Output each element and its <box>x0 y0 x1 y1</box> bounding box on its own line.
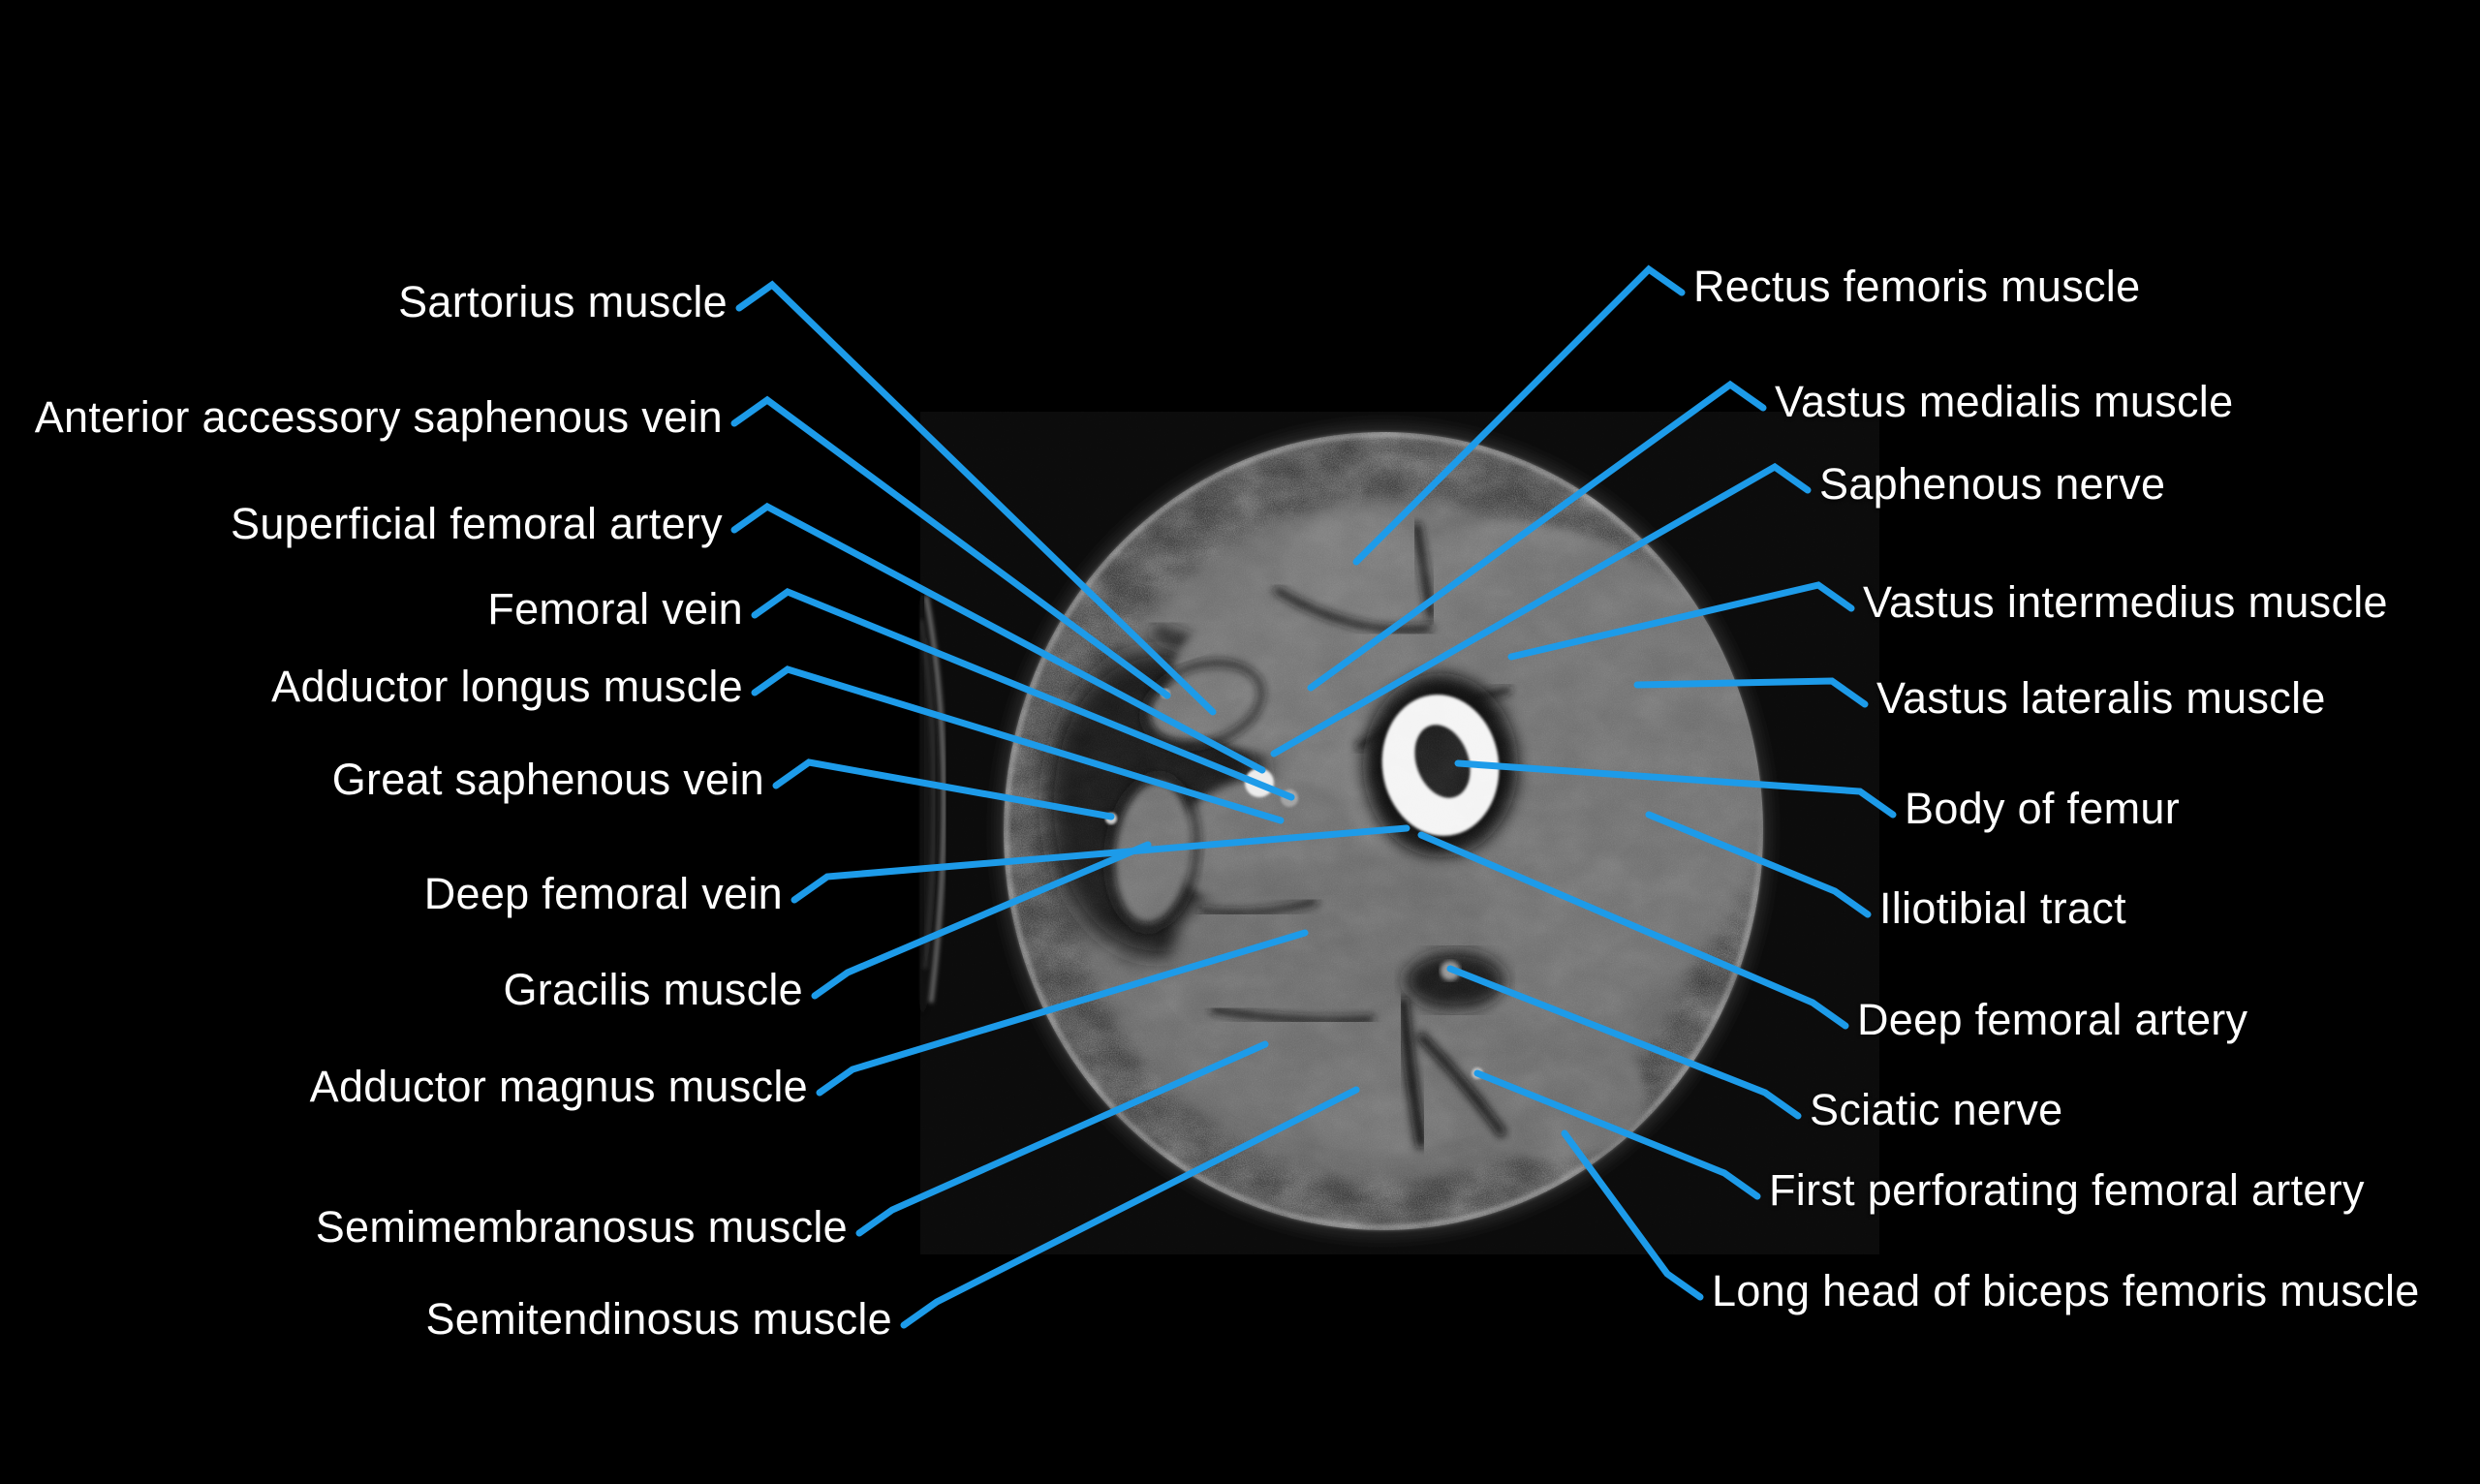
leader-long-head-of-biceps-femoris-muscle <box>1561 1129 1704 1301</box>
label-vastus-lateralis-muscle: Vastus lateralis muscle <box>1876 673 2326 724</box>
label-body-of-femur: Body of femur <box>1905 784 2181 834</box>
label-semitendinosus-muscle: Semitendinosus muscle <box>425 1294 892 1345</box>
label-vastus-medialis-muscle: Vastus medialis muscle <box>1775 377 2234 427</box>
label-great-saphenous-vein: Great saphenous vein <box>331 755 764 805</box>
leader-deep-femoral-artery <box>1417 831 1849 1030</box>
leader-first-perforating-femoral-artery <box>1473 1069 1761 1200</box>
label-vastus-intermedius-muscle: Vastus intermedius muscle <box>1863 577 2388 628</box>
leader-lines <box>730 264 1897 1329</box>
leader-body-of-femur <box>1454 759 1897 819</box>
leader-vastus-lateralis-muscle <box>1633 677 1869 708</box>
label-iliotibial-tract: Iliotibial tract <box>1879 883 2126 934</box>
leader-deep-femoral-vein <box>790 824 1410 904</box>
label-saphenous-nerve: Saphenous nerve <box>1819 459 2166 510</box>
label-sartorius-muscle: Sartorius muscle <box>398 277 728 327</box>
leader-femoral-vein <box>751 588 1295 801</box>
leader-saphenous-nerve <box>1270 462 1812 757</box>
leader-iliotibial-tract <box>1645 811 1872 918</box>
label-deep-femoral-vein: Deep femoral vein <box>423 869 783 919</box>
label-superficial-femoral-artery: Superficial femoral artery <box>231 499 723 549</box>
label-rectus-femoris-muscle: Rectus femoris muscle <box>1693 262 2141 312</box>
leader-gracilis-muscle <box>811 841 1152 1000</box>
leader-vastus-medialis-muscle <box>1307 380 1767 692</box>
label-semimembranosus-muscle: Semimembranosus muscle <box>315 1202 848 1252</box>
leader-semitendinosus-muscle <box>900 1086 1360 1329</box>
label-sciatic-nerve: Sciatic nerve <box>1810 1085 2063 1135</box>
leader-rectus-femoris-muscle <box>1352 264 1686 566</box>
label-femoral-vein: Femoral vein <box>487 584 743 634</box>
leader-adductor-longus-muscle <box>751 665 1285 824</box>
label-adductor-magnus-muscle: Adductor magnus muscle <box>309 1062 808 1112</box>
leader-semimembranosus-muscle <box>855 1040 1269 1237</box>
leader-sciatic-nerve <box>1446 965 1802 1120</box>
label-gracilis-muscle: Gracilis muscle <box>503 965 803 1015</box>
leader-superficial-femoral-artery <box>730 502 1266 774</box>
leader-anterior-accessory-saphenous-vein <box>730 395 1171 699</box>
label-first-perforating-femoral-artery: First perforating femoral artery <box>1769 1165 2365 1216</box>
label-anterior-accessory-saphenous-vein: Anterior accessory saphenous vein <box>34 392 723 443</box>
leader-sartorius-muscle <box>735 280 1217 716</box>
leader-great-saphenous-vein <box>772 758 1115 820</box>
label-deep-femoral-artery: Deep femoral artery <box>1857 995 2248 1045</box>
leader-adductor-magnus-muscle <box>816 929 1309 1097</box>
label-adductor-longus-muscle: Adductor longus muscle <box>271 662 743 712</box>
label-long-head-of-biceps-femoris-muscle: Long head of biceps femoris muscle <box>1712 1266 2420 1316</box>
leader-vastus-intermedius-muscle <box>1507 581 1855 661</box>
